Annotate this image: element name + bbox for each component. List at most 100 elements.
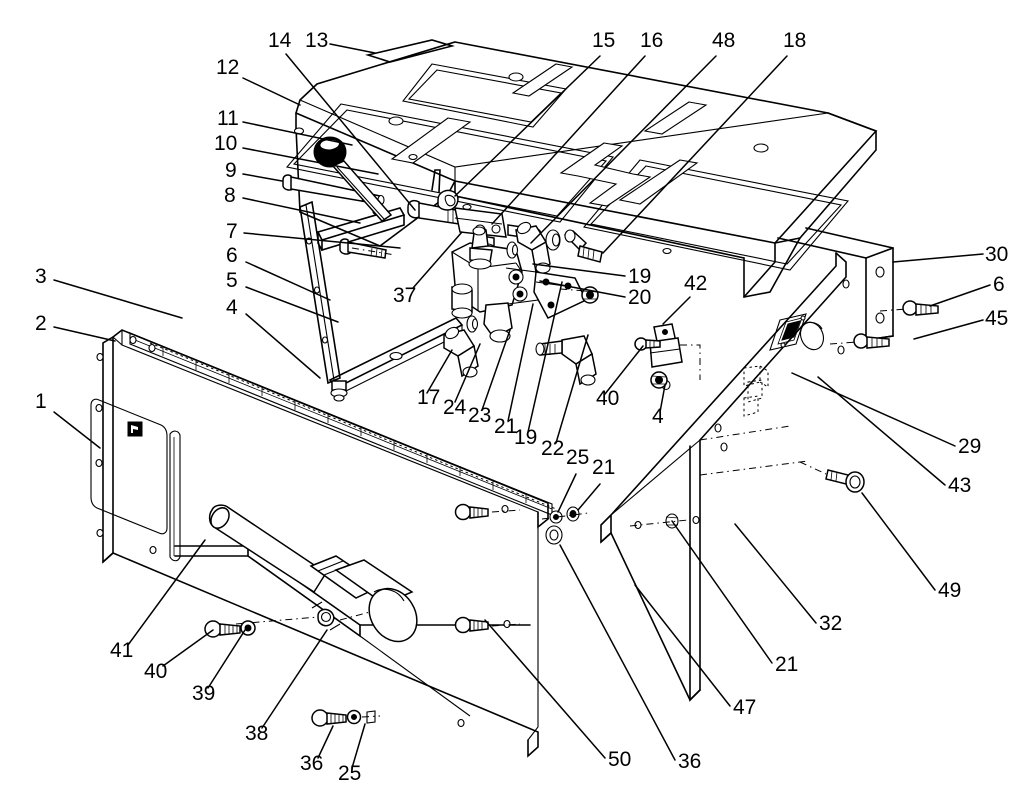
bolt-49 bbox=[799, 461, 865, 493]
leader-line-37 bbox=[412, 231, 463, 289]
bolt-6r bbox=[879, 300, 939, 316]
leader-line-12 bbox=[242, 77, 301, 106]
leader-line-25 bbox=[557, 473, 577, 513]
bolt-40 bbox=[204, 620, 241, 638]
leader-line-40 bbox=[162, 629, 214, 667]
leader-line-36 bbox=[317, 725, 334, 759]
left-side-panel bbox=[90, 329, 557, 758]
leader-line-6 bbox=[929, 284, 991, 307]
callout-label-c22: 22 bbox=[541, 437, 564, 460]
callout-label-c32: 32 bbox=[819, 612, 842, 635]
hinge-rail bbox=[129, 332, 557, 516]
leader-line-21 bbox=[577, 483, 601, 511]
hydraulic-cylinder bbox=[204, 503, 521, 727]
leader-line-16 bbox=[491, 55, 646, 225]
callout-label-c23: 23 bbox=[468, 404, 491, 427]
elbow-fitting-lower-left bbox=[443, 326, 479, 378]
leader-line-45 bbox=[913, 319, 984, 340]
bolt-40b bbox=[634, 337, 661, 351]
leader-line-6 bbox=[245, 261, 331, 301]
leader-line-13 bbox=[329, 43, 376, 54]
callout-label-c29: 29 bbox=[958, 435, 981, 458]
callout-label-c21b: 21 bbox=[592, 456, 615, 479]
leader-line-36 bbox=[559, 544, 676, 761]
callout-label-c17: 17 bbox=[417, 386, 440, 409]
leader-line-21 bbox=[671, 520, 773, 664]
logo-plate bbox=[127, 421, 143, 437]
leader-line-18 bbox=[602, 55, 788, 254]
leader-line-50 bbox=[484, 619, 606, 759]
callout-label-c18: 18 bbox=[783, 29, 806, 52]
control-lever bbox=[313, 136, 393, 222]
leader-line-24 bbox=[454, 343, 481, 403]
leader-line-43 bbox=[817, 376, 946, 486]
callout-label-c21a: 21 bbox=[494, 415, 517, 438]
callout-label-c40b: 40 bbox=[596, 387, 619, 410]
leader-lines bbox=[53, 43, 991, 769]
nameplate bbox=[769, 313, 807, 351]
leader-line-41 bbox=[127, 539, 206, 646]
leader-line-19 bbox=[532, 263, 626, 277]
leader-line-29 bbox=[791, 372, 956, 447]
callout-label-c6: 6 bbox=[226, 244, 238, 267]
callout-label-c2: 2 bbox=[35, 312, 47, 335]
callout-label-c45: 45 bbox=[985, 307, 1008, 330]
callout-label-c19a: 19 bbox=[514, 426, 537, 449]
callout-label-c30: 30 bbox=[985, 243, 1008, 266]
bolt-45 bbox=[829, 333, 890, 349]
leader-line-40 bbox=[604, 345, 644, 395]
leader-line-49 bbox=[861, 492, 936, 591]
callout-label-c16: 16 bbox=[640, 29, 663, 52]
ghost-hinge bbox=[743, 365, 769, 417]
callout-label-c24: 24 bbox=[443, 396, 467, 419]
leader-line-8 bbox=[242, 197, 361, 224]
leader-line-22 bbox=[555, 334, 589, 444]
callout-label-c47: 47 bbox=[733, 696, 756, 719]
callout-label-c25b: 25 bbox=[338, 762, 361, 785]
access-cover bbox=[90, 398, 168, 535]
leader-line-32 bbox=[734, 523, 817, 624]
leader-line-2 bbox=[53, 326, 116, 342]
callout-label-c3: 3 bbox=[35, 265, 47, 288]
leader-line-47 bbox=[634, 584, 731, 707]
bolt-36 bbox=[311, 709, 347, 727]
right-side-panel bbox=[600, 252, 850, 702]
callout-label-c12: 12 bbox=[216, 56, 239, 79]
callout-label-c14: 14 bbox=[268, 29, 292, 52]
leader-line-30 bbox=[892, 253, 984, 263]
leader-line-17 bbox=[426, 349, 453, 394]
callout-label-c36a: 36 bbox=[300, 752, 323, 775]
leader-line-23 bbox=[481, 329, 511, 411]
leader-line-7 bbox=[243, 232, 401, 249]
callout-label-c11: 11 bbox=[217, 107, 239, 130]
callout-label-c36b: 36 bbox=[678, 750, 701, 773]
callout-label-c15: 15 bbox=[592, 29, 615, 52]
fastener-47 bbox=[629, 513, 689, 530]
callout-label-c48: 48 bbox=[712, 29, 735, 52]
callout-label-c40: 40 bbox=[144, 660, 167, 683]
control-valve-assembly bbox=[451, 226, 539, 343]
callout-label-c50: 50 bbox=[608, 748, 631, 771]
leader-line-3 bbox=[53, 279, 183, 319]
leader-line-42 bbox=[662, 296, 691, 325]
leader-line-20 bbox=[539, 280, 626, 298]
leader-line-19 bbox=[527, 281, 563, 433]
callout-label-c43: 43 bbox=[948, 474, 971, 497]
callout-label-c6r: 6 bbox=[993, 273, 1005, 296]
leader-line-9 bbox=[242, 173, 283, 182]
callout-label-c7: 7 bbox=[226, 220, 238, 243]
o-ring-set bbox=[466, 229, 561, 333]
leader-line-11 bbox=[242, 121, 353, 146]
callout-label-c8: 8 bbox=[224, 184, 236, 207]
leader-line-38 bbox=[261, 629, 328, 729]
hardware-25-21 bbox=[541, 506, 689, 545]
leader-line-48 bbox=[530, 55, 717, 244]
callout-label-c19b: 19 bbox=[628, 265, 651, 288]
callout-label-c49: 49 bbox=[938, 579, 961, 602]
bolt-rail-upper bbox=[454, 503, 489, 521]
leader-line-21 bbox=[507, 303, 534, 422]
callout-label-c13: 13 bbox=[305, 29, 328, 52]
callout-label-c38: 38 bbox=[245, 722, 268, 745]
